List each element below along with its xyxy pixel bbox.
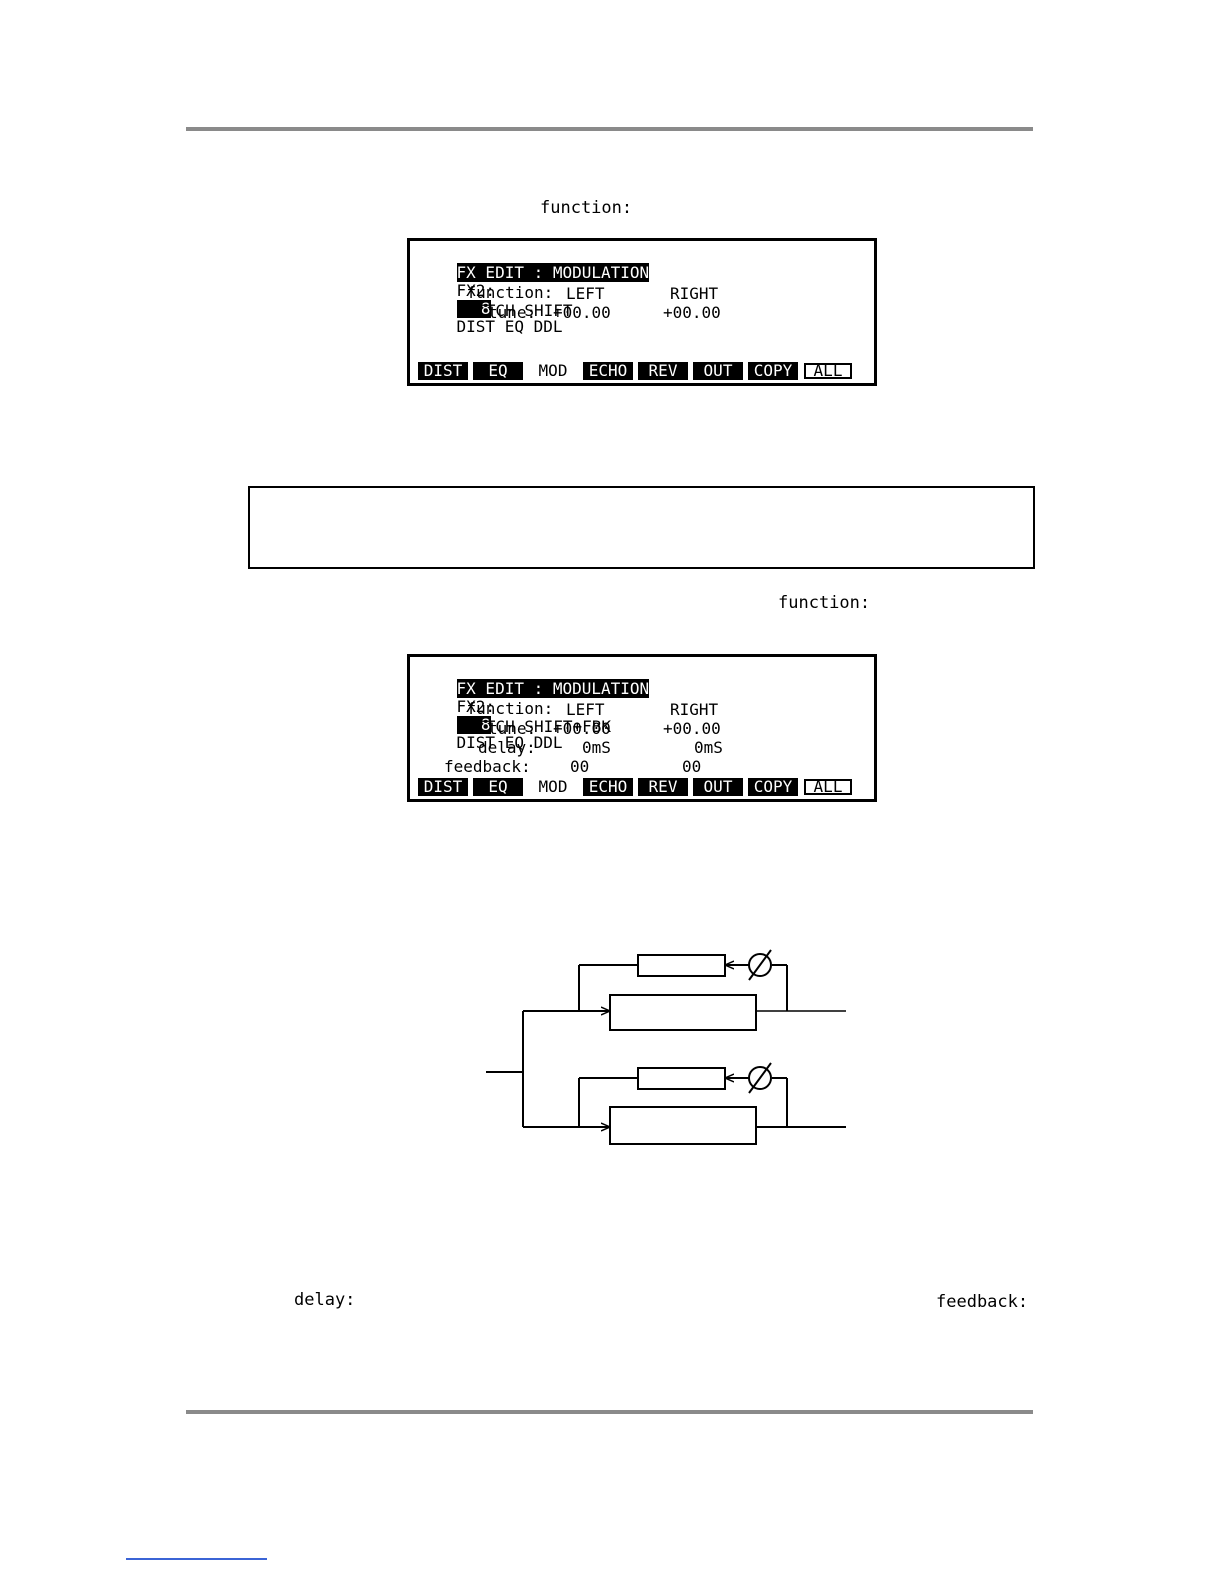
fx-chain: DIST EQ DDL — [456, 733, 563, 752]
tune-right-value[interactable]: +00.00 — [663, 303, 721, 322]
col-left-header: LEFT — [566, 284, 605, 303]
softkey-eq[interactable]: EQ — [473, 778, 523, 796]
lcd-header-row: FX EDIT : MODULATION FX2: 8 DIST EQ DDL — [418, 246, 650, 354]
delay-left-value[interactable]: 0mS — [582, 738, 611, 757]
softkey-row: DIST EQ MOD ECHO REV OUT COPY ALL — [418, 778, 853, 796]
lcd-screen-pitch-shift-fbk: FX EDIT : MODULATION FX2: 8 DIST EQ DDL … — [407, 654, 877, 802]
softkey-rev[interactable]: REV — [638, 778, 688, 796]
softkey-eq[interactable]: EQ — [473, 362, 523, 380]
pitch-shift-feedback-diagram — [486, 949, 846, 1145]
lower-delay-block — [637, 1067, 726, 1090]
softkey-copy[interactable]: COPY — [748, 778, 798, 796]
tune-left-value[interactable]: +00.00 — [553, 719, 611, 738]
footer-link-underline[interactable] — [126, 1558, 267, 1560]
function-field-value[interactable]: PITCH SHIFT — [466, 301, 573, 320]
function-field-label: function: — [466, 699, 554, 718]
tune-label: tune: — [488, 719, 537, 738]
fx-slot-number[interactable]: 8 — [456, 300, 491, 318]
fx-slot-number[interactable]: 8 — [456, 716, 491, 734]
softkey-rev[interactable]: REV — [638, 362, 688, 380]
lcd-screen-pitch-shift: FX EDIT : MODULATION FX2: 8 DIST EQ DDL … — [407, 238, 877, 386]
function-field-label: function: — [466, 283, 554, 302]
lower-phase-slash — [748, 1062, 772, 1094]
delay-param-label: delay: — [294, 1290, 356, 1310]
col-right-header: RIGHT — [670, 284, 719, 303]
upper-pitch-shifter-block — [609, 994, 757, 1031]
softkey-mod[interactable]: MOD — [528, 778, 578, 796]
fx-chain: DIST EQ DDL — [456, 317, 563, 336]
footer-rule — [186, 1410, 1033, 1414]
tune-left-value[interactable]: +00.00 — [553, 303, 611, 322]
softkey-all[interactable]: ALL — [803, 362, 853, 380]
feedback-param-label: feedback: — [936, 1292, 1029, 1312]
lcd-function-row: function: PITCH SHIFT+FBK — [428, 682, 612, 754]
feedback-label: feedback: — [444, 757, 531, 776]
function-label-mid: function: — [778, 593, 871, 613]
delay-right-value[interactable]: 0mS — [694, 738, 723, 757]
function-label-top: function: — [540, 198, 633, 218]
softkey-all[interactable]: ALL — [803, 778, 853, 796]
feedback-left-value[interactable]: 00 — [570, 757, 590, 776]
softkey-out[interactable]: OUT — [693, 362, 743, 380]
softkey-echo[interactable]: ECHO — [583, 778, 633, 796]
softkey-out[interactable]: OUT — [693, 778, 743, 796]
lcd-function-row: function: PITCH SHIFT — [428, 266, 573, 338]
function-field-value[interactable]: PITCH SHIFT+FBK — [466, 717, 612, 736]
softkey-row: DIST EQ MOD ECHO REV OUT COPY ALL — [418, 362, 853, 380]
col-left-header: LEFT — [566, 700, 605, 719]
softkey-dist[interactable]: DIST — [418, 362, 468, 380]
lcd-header-row: FX EDIT : MODULATION FX2: 8 DIST EQ DDL — [418, 662, 650, 770]
softkey-echo[interactable]: ECHO — [583, 362, 633, 380]
softkey-dist[interactable]: DIST — [418, 778, 468, 796]
upper-delay-block — [637, 954, 726, 977]
note-box — [248, 486, 1035, 569]
upper-phase-slash — [748, 949, 772, 981]
fx-slot-label: FX2: — [456, 281, 496, 300]
header-rule — [186, 127, 1033, 131]
tune-label: tune: — [488, 303, 537, 322]
col-right-header: RIGHT — [670, 700, 719, 719]
lower-pitch-shifter-block — [609, 1106, 757, 1145]
tune-right-value[interactable]: +00.00 — [663, 719, 721, 738]
softkey-copy[interactable]: COPY — [748, 362, 798, 380]
lcd-title: FX EDIT : MODULATION — [456, 263, 650, 282]
softkey-mod[interactable]: MOD — [528, 362, 578, 380]
lcd-title: FX EDIT : MODULATION — [456, 679, 650, 698]
fx-slot-label: FX2: — [456, 697, 496, 716]
feedback-right-value[interactable]: 00 — [682, 757, 702, 776]
delay-label: delay: — [478, 738, 536, 757]
